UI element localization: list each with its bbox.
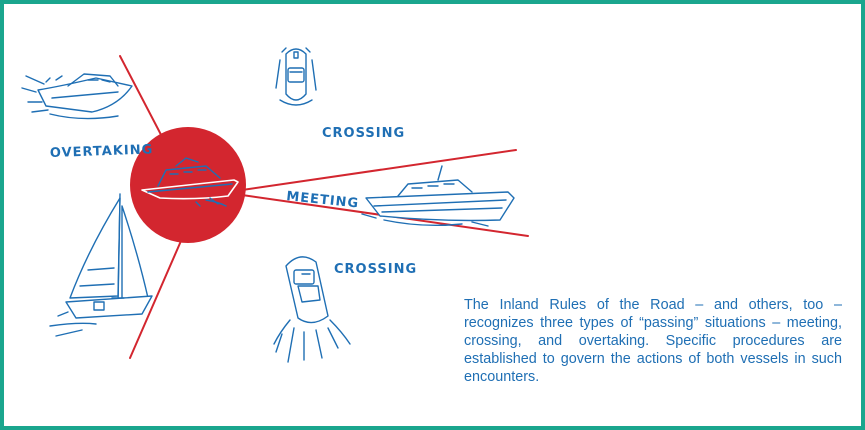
sailboat-icon (49, 193, 153, 337)
label-meeting: MEETING (286, 189, 360, 212)
motor-cruiser-icon (141, 157, 239, 207)
label-crossing-top: CROSSING (322, 126, 405, 141)
speedboat-icon (21, 73, 133, 120)
caption-text: The Inland Rules of the Road – and other… (464, 297, 842, 385)
passing-situations-diagram: OVERTAKING CROSSING MEETING CROSSING (21, 47, 529, 363)
sector-line-meeting-top (241, 149, 517, 191)
cabin-cruiser-icon (361, 165, 515, 227)
outboard-boat-icon (273, 256, 351, 363)
small-boat-icon (275, 47, 317, 106)
label-crossing-bottom: CROSSING (334, 262, 417, 277)
sector-line-lower-left (129, 233, 185, 359)
label-overtaking: OVERTAKING (50, 142, 154, 161)
